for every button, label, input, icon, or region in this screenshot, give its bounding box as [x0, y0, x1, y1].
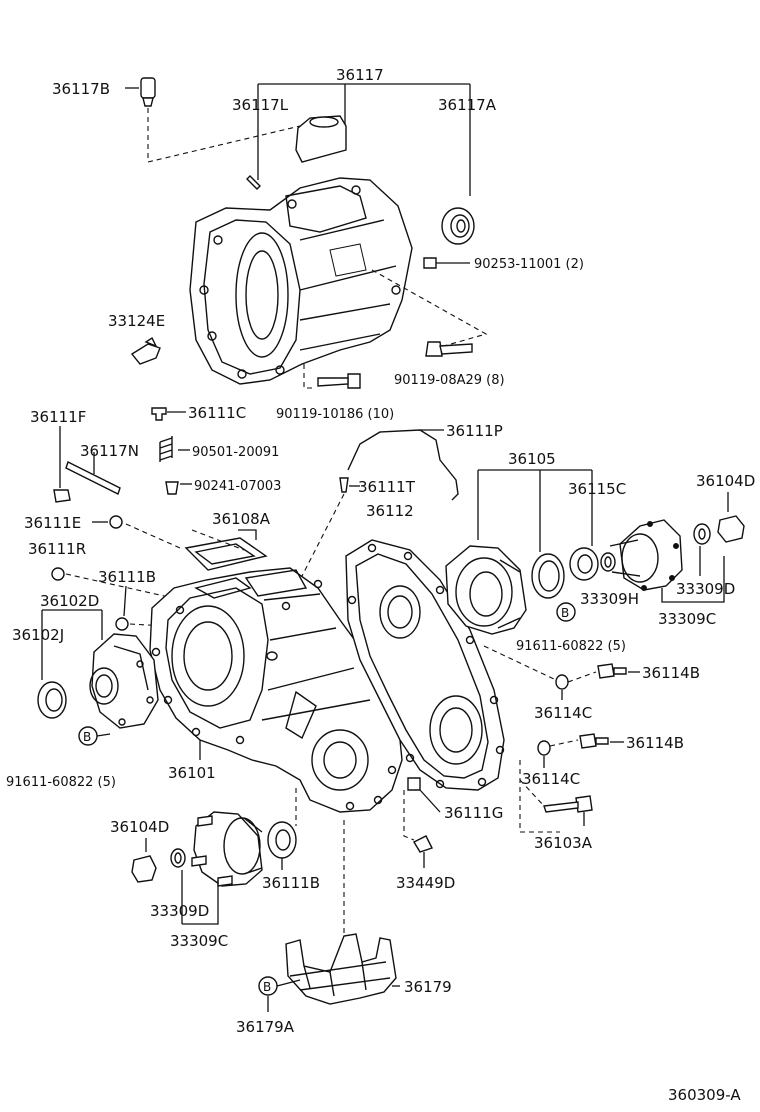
label-36111E: 36111E [24, 514, 81, 532]
label-36114B-1: 36114B [642, 664, 700, 682]
label-91611-left: 91611-60822 (5) [6, 775, 116, 790]
front-output-bearing-part [267, 821, 297, 859]
label-90501-20091: 90501-20091 [192, 445, 279, 460]
label-36117N: 36117N [80, 442, 139, 460]
housing-bolt-part [317, 341, 473, 389]
label-36112: 36112 [366, 502, 414, 520]
label-36102J: 36102J [12, 626, 64, 644]
rear-extension-part [445, 545, 527, 635]
part-labels: 36117 36117B 36117L 36117A 90253-11001 (… [6, 66, 755, 1104]
breather-plug-part [140, 77, 156, 107]
rear-bearing-part [569, 547, 599, 581]
label-33449D: 33449D [396, 874, 455, 892]
label-36104D-right: 36104D [696, 472, 755, 490]
front-flange-group [131, 788, 297, 925]
label-33309D-right: 33309D [676, 580, 735, 598]
label-36117L: 36117L [232, 96, 289, 114]
label-91611-right: 91611-60822 (5) [516, 639, 626, 654]
label-36105: 36105 [508, 450, 556, 468]
label-33309C-left: 33309C [170, 932, 228, 950]
front-flange-part [191, 811, 263, 887]
label-36111R: 36111R [28, 540, 86, 558]
label-33124E: 33124E [108, 312, 165, 330]
skid-plate-part [285, 933, 397, 1005]
retainer-gasket-part [531, 553, 565, 599]
label-36117B: 36117B [52, 80, 110, 98]
label-33309C-right: 33309C [658, 610, 716, 628]
label-36111F: 36111F [30, 408, 86, 426]
label-90119-10186: 90119-10186 (10) [276, 407, 394, 422]
label-36111B-top: 36111B [98, 568, 156, 586]
label-36111G: 36111G [444, 804, 503, 822]
label-36179A: 36179A [236, 1018, 295, 1036]
label-36115C: 36115C [568, 480, 626, 498]
rear-flange-part [609, 519, 683, 591]
sensor-part [130, 336, 161, 365]
rear-case-group [345, 469, 745, 868]
label-B-3: B [263, 980, 271, 994]
label-36111P: 36111P [446, 422, 503, 440]
skid-plate-group [258, 820, 400, 1012]
label-36114C-1: 36114C [534, 704, 592, 722]
label-36114C-2: 36114C [522, 770, 580, 788]
diagram-reference-code: 360309-A [668, 1086, 741, 1104]
label-B-2: B [83, 730, 91, 744]
label-36179: 36179 [404, 978, 452, 996]
label-90253: 90253-11001 (2) [474, 257, 584, 272]
label-36111C: 36111C [188, 404, 246, 422]
label-90119-08A29: 90119-08A29 (8) [394, 373, 505, 388]
label-36102D: 36102D [40, 592, 99, 610]
label-33309D-left: 33309D [150, 902, 209, 920]
rear-case-part [345, 539, 505, 791]
label-90241-07003: 90241-07003 [194, 479, 281, 494]
front-case-part [149, 567, 403, 813]
label-36114B-2: 36114B [626, 734, 684, 752]
label-36111B-bottom: 36111B [262, 874, 320, 892]
label-36103A: 36103A [534, 834, 593, 852]
label-36101: 36101 [168, 764, 216, 782]
label-36104D-left: 36104D [110, 818, 169, 836]
label-33309H: 33309H [580, 590, 639, 608]
front-case-group [37, 529, 403, 813]
label-36117A: 36117A [438, 96, 497, 114]
extension-housing-part [189, 177, 413, 385]
oil-seal-part [441, 207, 475, 245]
front-oil-seal-part [37, 681, 67, 719]
front-bearing-retainer-part [89, 633, 159, 729]
label-36111T: 36111T [358, 478, 416, 496]
extension-housing-group [125, 77, 488, 389]
label-36117: 36117 [336, 66, 384, 84]
label-B-1: B [561, 606, 569, 620]
label-36108A: 36108A [212, 510, 271, 528]
